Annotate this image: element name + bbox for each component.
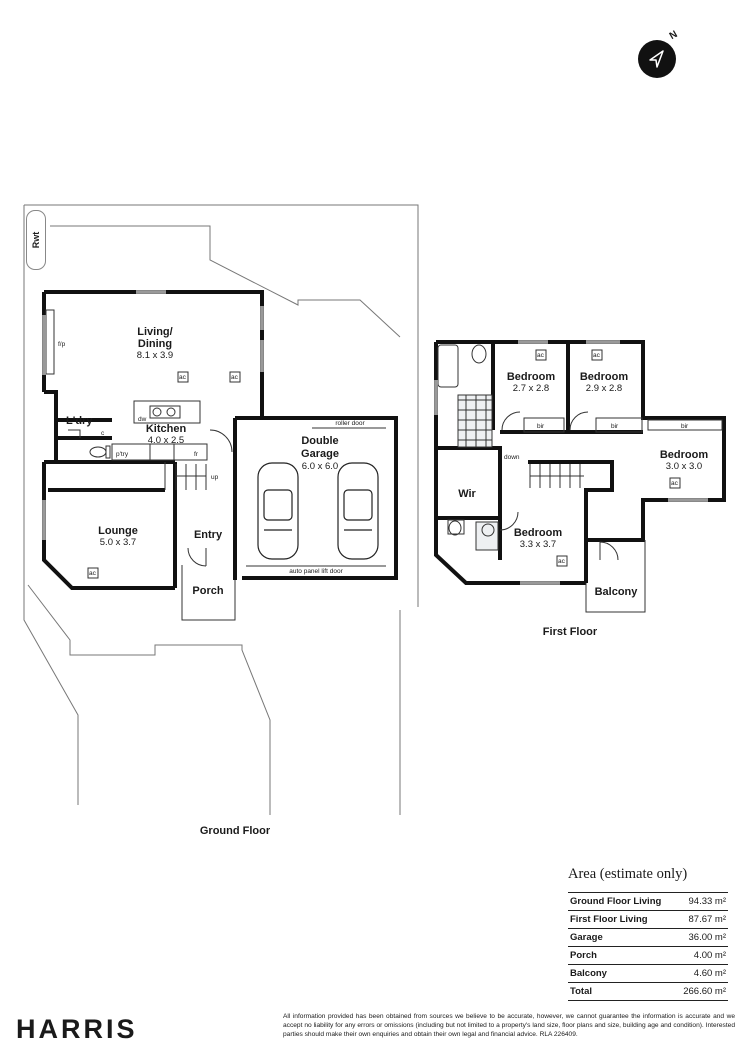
ac-tag-living-1: ac	[179, 374, 187, 381]
c-tag: c	[101, 430, 105, 437]
lift-door-tag: auto panel lift door	[289, 568, 343, 575]
site-boundary	[23, 204, 419, 815]
bed2-dims: 2.9 x 2.8	[586, 383, 622, 394]
area-row-value: 94.33 m²	[688, 896, 727, 907]
lounge-dims: 5.0 x 3.7	[100, 537, 136, 548]
area-row-total: Total 266.60 m²	[568, 982, 728, 1001]
area-row-label: First Floor Living	[570, 914, 648, 925]
disclaimer-text: All information provided has been obtain…	[283, 1013, 735, 1038]
up-tag: up	[211, 474, 219, 481]
garage-name-line1: Double	[301, 435, 338, 447]
laundry-name: L'dry	[66, 415, 93, 427]
dw-tag: dw	[138, 416, 147, 423]
compass-icon	[638, 40, 676, 78]
balcony-name: Balcony	[595, 586, 639, 598]
north-arrow-icon	[649, 50, 664, 68]
bed3-dims: 3.0 x 3.0	[666, 461, 702, 472]
ac-tag-living-2: ac	[231, 374, 239, 381]
area-row-value: 87.67 m²	[688, 914, 727, 925]
living-name-line1: Living/	[137, 326, 172, 338]
brand-logo: HARRIS	[16, 1014, 138, 1044]
area-row: Garage 36.00 m²	[568, 928, 728, 946]
garage-dims: 6.0 x 6.0	[302, 461, 338, 472]
area-row-label: Balcony	[570, 968, 607, 979]
lounge-name: Lounge	[98, 525, 138, 537]
roller-door-tag: roller door	[335, 420, 365, 427]
fp-tag: f/p	[58, 341, 66, 348]
area-table-title: Area (estimate only)	[568, 866, 688, 882]
area-row-value: 36.00 m²	[688, 932, 727, 943]
ground-floor-thin-lines	[42, 290, 386, 621]
area-row-value: 266.60 m²	[683, 986, 726, 997]
porch-name: Porch	[192, 585, 223, 597]
bed1-name: Bedroom	[507, 371, 556, 383]
ac-tag-lounge: ac	[89, 570, 97, 577]
area-table: Area (estimate only) Ground Floor Living…	[568, 866, 728, 1001]
entry-name: Entry	[194, 529, 223, 541]
bed3-name: Bedroom	[660, 449, 709, 461]
ac-tag-bed3: ac	[671, 480, 679, 487]
area-row: Porch 4.00 m²	[568, 946, 728, 964]
ac-tag-bed4: ac	[558, 558, 566, 565]
living-dims: 8.1 x 3.9	[137, 350, 173, 361]
first-floor-thin-lines	[434, 340, 723, 613]
down-tag: down	[504, 454, 520, 461]
bed4-name: Bedroom	[514, 527, 563, 539]
rwt-label: Rwt	[31, 231, 41, 249]
bed2-name: Bedroom	[580, 371, 629, 383]
rainwater-tank-tag: Rwt	[26, 210, 46, 270]
wir-name: Wir	[458, 488, 476, 500]
bir-tag-3: bir	[681, 423, 689, 430]
bed1-dims: 2.7 x 2.8	[513, 383, 549, 394]
area-row-label: Ground Floor Living	[570, 896, 662, 907]
pantry-tag: p'try	[116, 451, 129, 458]
kitchen-dims: 4.0 x 2.5	[148, 435, 184, 446]
area-row-value: 4.60 m²	[693, 968, 726, 979]
bir-tag-2: bir	[611, 423, 619, 430]
bed4-dims: 3.3 x 3.7	[520, 539, 556, 550]
garage-name-line2: Garage	[301, 448, 339, 460]
living-name-line2: Dining	[138, 338, 172, 350]
first-floor-label: First Floor	[543, 626, 598, 638]
bir-tag-1: bir	[537, 423, 545, 430]
ac-tag-bed2: ac	[593, 352, 601, 359]
ground-floor-walls	[42, 290, 398, 590]
area-row-value: 4.00 m²	[693, 950, 726, 961]
area-row: Balcony 4.60 m²	[568, 964, 728, 982]
area-row: First Floor Living 87.67 m²	[568, 910, 728, 928]
area-row: Ground Floor Living 94.33 m²	[568, 892, 728, 910]
area-row-label: Porch	[570, 950, 597, 961]
car-icon	[257, 462, 379, 560]
area-row-label: Total	[570, 986, 592, 997]
fridge-tag: fr	[194, 451, 199, 458]
ground-floor-label: Ground Floor	[200, 825, 271, 837]
kitchen-name: Kitchen	[146, 423, 187, 435]
ac-tag-bed1: ac	[537, 352, 545, 359]
area-row-label: Garage	[570, 932, 603, 943]
